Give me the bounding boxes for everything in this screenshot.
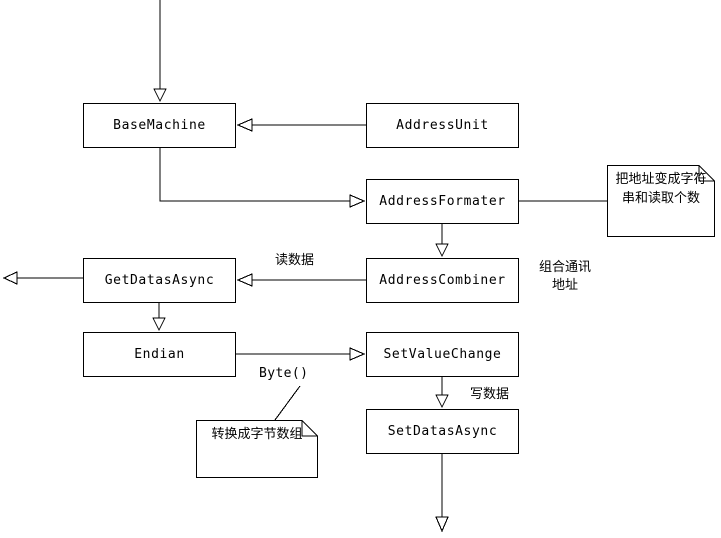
annotation-address-combine-line1: 组合通讯 — [538, 260, 591, 275]
node-set-datas-async[interactable]: SetDatasAsync — [366, 409, 519, 454]
edge-set-datas-async-to-external — [435, 454, 449, 533]
node-get-datas-async-label: GetDatasAsync — [104, 273, 215, 288]
node-get-datas-async[interactable]: GetDatasAsync — [83, 258, 236, 303]
node-base-machine-label: BaseMachine — [113, 118, 206, 133]
note-endian-text: 转换成字节数组 — [211, 427, 303, 442]
annotation-address-combine: 组合通讯 地址 — [529, 259, 601, 295]
edge-set-value-change-to-set-datas — [435, 377, 449, 409]
node-address-unit-label: AddressUnit — [396, 118, 489, 133]
note-endian[interactable]: 转换成字节数组 — [196, 420, 318, 478]
annotation-address-combine-line2: 地址 — [551, 278, 578, 293]
edge-base-machine-to-address-formater — [159, 148, 366, 208]
node-address-formater-label: AddressFormater — [379, 194, 506, 209]
note-address-formater-text: 把地址变成字符串和读取个数 — [615, 172, 707, 206]
node-address-unit[interactable]: AddressUnit — [366, 103, 519, 148]
edge-address-formater-to-combiner — [435, 224, 449, 258]
edge-get-datas-async-to-external-left — [2, 271, 83, 285]
note-address-formater[interactable]: 把地址变成字符串和读取个数 — [607, 165, 715, 237]
node-set-datas-async-label: SetDatasAsync — [387, 424, 498, 439]
node-endian[interactable]: Endian — [83, 332, 236, 377]
edge-label-byte-array: Byte() — [259, 366, 309, 381]
edge-endian-note-connector — [274, 385, 301, 421]
node-base-machine[interactable]: BaseMachine — [83, 103, 236, 148]
node-endian-label: Endian — [134, 347, 185, 362]
edge-endian-to-set-value-change — [236, 347, 366, 361]
edge-label-read-data: 读数据 — [275, 253, 315, 268]
node-address-formater[interactable]: AddressFormater — [366, 179, 519, 224]
node-address-combiner[interactable]: AddressCombiner — [366, 258, 519, 303]
node-address-combiner-label: AddressCombiner — [379, 273, 506, 288]
edge-get-datas-async-to-endian — [152, 303, 166, 332]
note-shape-icon — [607, 165, 715, 237]
edge-label-write-data: 写数据 — [470, 387, 510, 402]
node-set-value-change[interactable]: SetValueChange — [366, 332, 519, 377]
edge-entry-to-base-machine — [153, 0, 167, 103]
node-set-value-change-label: SetValueChange — [383, 347, 502, 362]
edge-address-unit-to-base-machine — [236, 118, 366, 132]
edge-combiner-to-get-datas-async — [236, 273, 366, 287]
note-shape-icon — [196, 420, 318, 478]
